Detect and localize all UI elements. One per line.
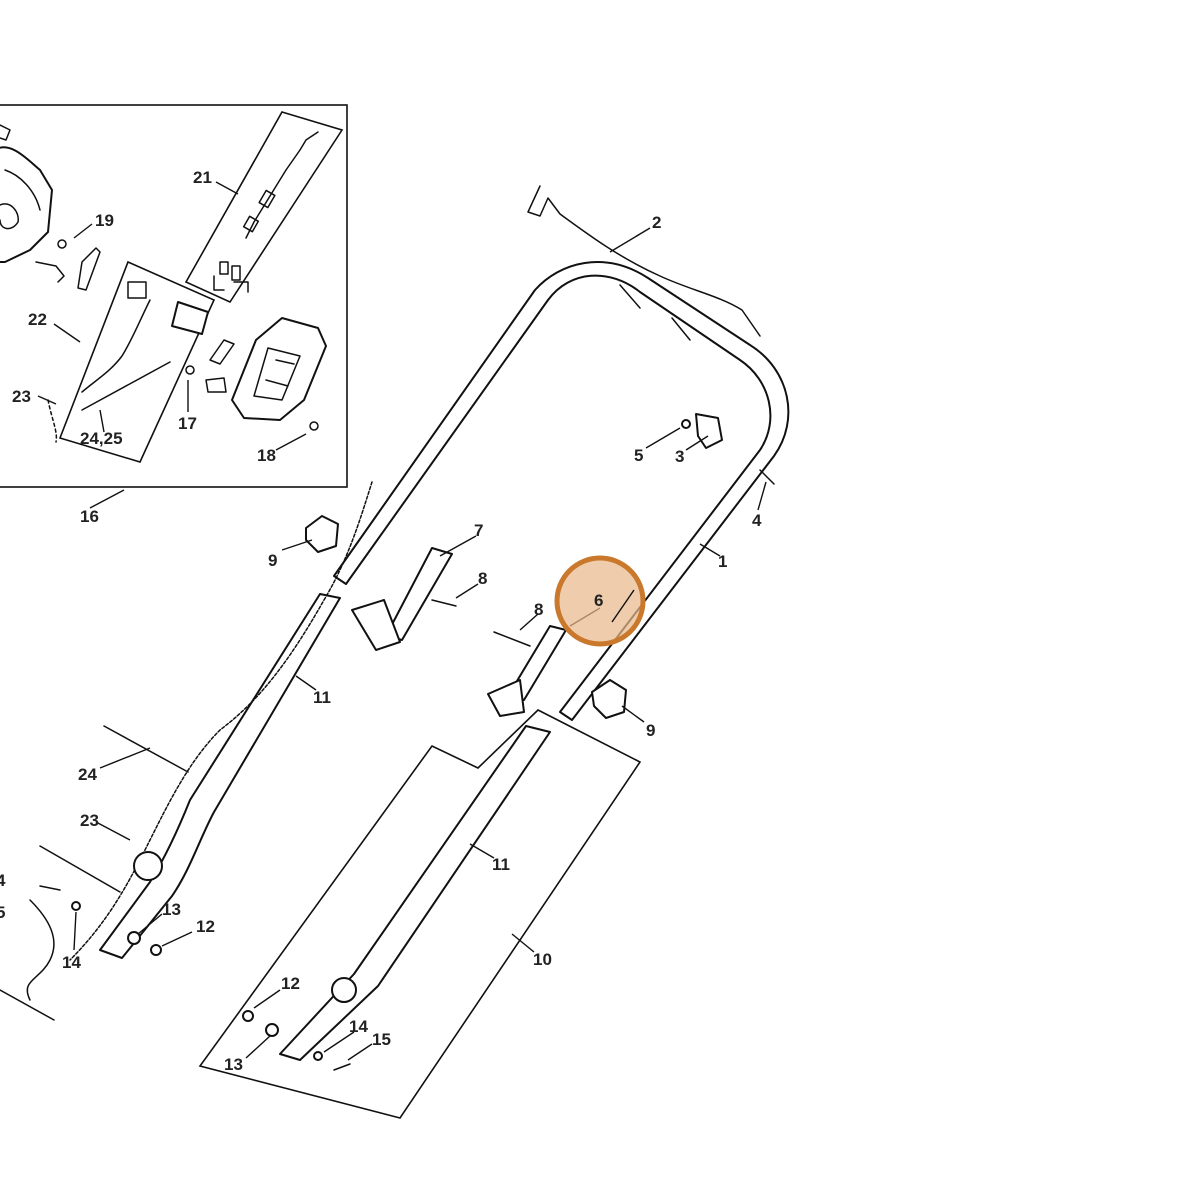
callout-17[interactable]: 17 [178,414,197,433]
lever-3 [695,413,723,449]
leader-6-extension [611,589,635,623]
callout-12-lower[interactable]: 12 [281,974,300,993]
lower-handle-11 [99,593,551,1061]
callout-4-left[interactable]: 4 [0,871,6,890]
callout-6[interactable]: 6 [594,591,603,610]
callout-8-upper[interactable]: 8 [478,569,487,588]
callout-11-upper[interactable]: 11 [313,688,331,707]
handle-clamp-6 [487,625,567,717]
callout-22[interactable]: 22 [28,310,47,329]
callout-23-main[interactable]: 23 [80,811,99,830]
knob-9-right [591,679,627,719]
callout-13-lower[interactable]: 13 [224,1055,243,1074]
callout-9-right[interactable]: 9 [646,721,655,740]
inset-switch-box-18 [231,317,327,421]
upper-handle-1 [333,261,790,721]
callout-11-lower[interactable]: 11 [492,855,510,874]
callout-23-inset[interactable]: 23 [12,387,31,406]
callout-8-lower[interactable]: 8 [534,600,543,619]
bolts-and-hardware [39,419,775,1071]
callout-labels: 1 2 3 4 4 5 5 6 7 8 8 9 9 10 11 11 12 12… [0,168,762,1074]
inset-engine-housing [0,124,53,263]
callout-16[interactable]: 16 [80,507,99,526]
inset-detail-frame [0,104,348,488]
callout-19[interactable]: 19 [95,211,114,230]
knob-9-left [305,515,339,553]
callout-15[interactable]: 15 [372,1030,391,1049]
callout-7[interactable]: 7 [474,521,483,540]
cable-harness-23 [26,481,373,1001]
callout-5-left[interactable]: 5 [0,903,5,922]
callout-12-upper[interactable]: 12 [196,917,215,936]
handle-clamp-7 [351,547,453,651]
callout-14-right[interactable]: 14 [349,1017,368,1036]
callout-10[interactable]: 10 [533,950,552,969]
callout-2[interactable]: 2 [652,213,661,232]
callout-9-left[interactable]: 9 [268,551,277,570]
inset-cable-21 [213,131,319,293]
callout-3[interactable]: 3 [675,447,684,466]
lower-detail-frame-10 [198,709,642,1119]
inset-wiring-harness [35,239,319,443]
highlight-marker-6[interactable] [554,555,646,647]
callout-4-right[interactable]: 4 [752,511,762,530]
callout-21[interactable]: 21 [193,168,212,187]
callout-14-left[interactable]: 14 [62,953,81,972]
callout-18[interactable]: 18 [257,446,276,465]
callout-1[interactable]: 1 [718,552,727,571]
cable-2 [527,185,761,337]
callout-24-25[interactable]: 24,25 [80,429,123,448]
callout-13-upper[interactable]: 13 [162,900,181,919]
callout-5-right[interactable]: 5 [634,446,643,465]
callout-24[interactable]: 24 [78,765,97,784]
